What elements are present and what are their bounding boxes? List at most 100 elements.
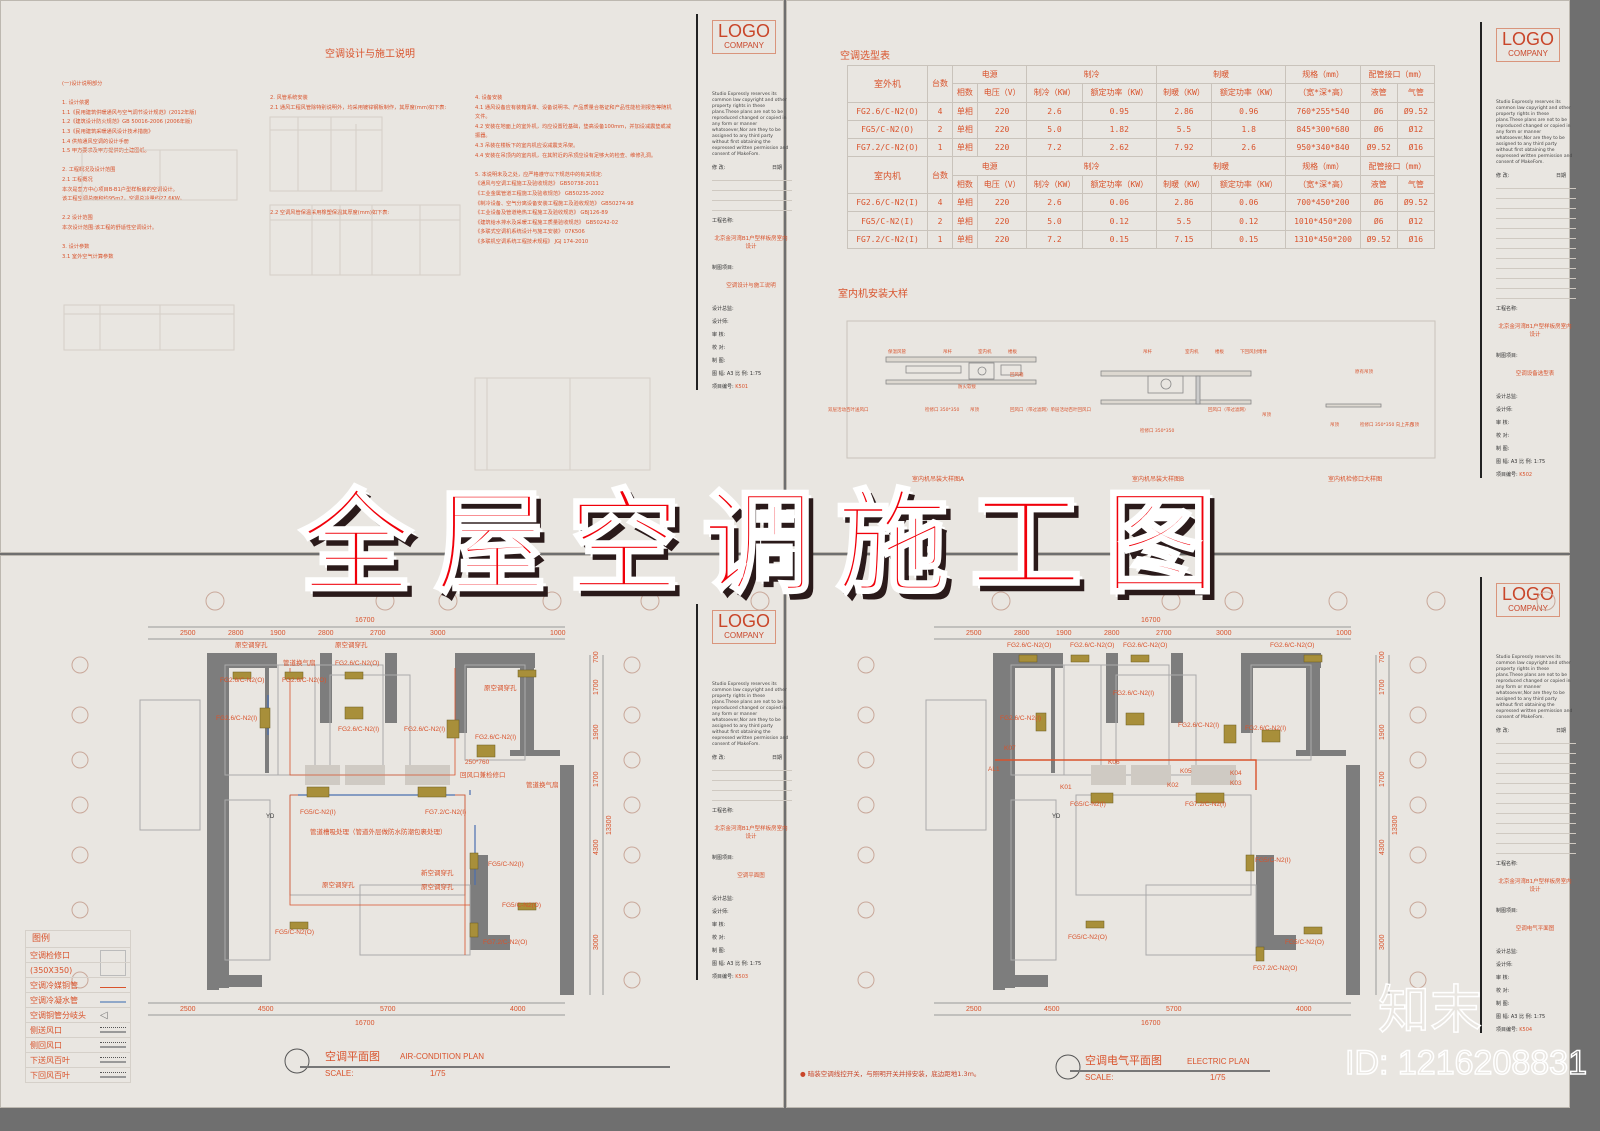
dimension-label: 1700 <box>593 771 600 787</box>
plan-callout: K02 <box>1167 782 1179 789</box>
legend-label: 空调冷媒铜管 <box>30 980 78 990</box>
revision-label: 修 改: 日期 <box>1496 727 1570 734</box>
revision-row <box>712 171 792 181</box>
dimension-label: 16700 <box>1141 1020 1161 1027</box>
revision-row <box>1496 774 1576 784</box>
room-outline <box>359 884 471 956</box>
dimension-label: 1700 <box>1379 771 1386 787</box>
grid-axis-bubble <box>857 971 875 989</box>
scale-label: 比 例: 1:75 <box>1519 1014 1546 1020</box>
detail-caption: 室内机检修口大样图 <box>1328 476 1383 483</box>
ac-unit <box>476 744 496 758</box>
dimension-label: 1000 <box>1336 630 1352 637</box>
dimension-label: 2800 <box>318 630 334 637</box>
electric-plan-scale: 1/75 <box>1210 1073 1226 1082</box>
detail-callout: 吊杆 <box>1143 350 1152 355</box>
ac-unit <box>446 719 460 739</box>
grid-axis-bubble <box>857 751 875 769</box>
wall <box>1346 765 1360 995</box>
ceiling-zone <box>1091 765 1126 785</box>
drawn-label: 制 图: <box>712 948 726 954</box>
plan-callout: FG5/C-N2(O) <box>1068 934 1107 941</box>
dimension-label: 1900 <box>1056 630 1072 637</box>
design-label: 设计师: <box>1496 407 1513 413</box>
electric-plan-title-en: ELECTRIC PLAN <box>1187 1057 1250 1066</box>
room-outline <box>1075 794 1252 896</box>
note-line: (一)设计说明部分 <box>62 81 103 87</box>
plan-callout: FG5/C-N2(O) <box>1285 939 1324 946</box>
revision-row <box>712 771 792 781</box>
electric-note-text: 暗装空调线控开关，与照明开关并排安装，底边距地1.3m。 <box>807 1070 981 1078</box>
ac-unit <box>1245 854 1255 872</box>
air-vent-symbol <box>100 1057 126 1063</box>
electric-plan-scale-label: SCALE: <box>1085 1073 1114 1082</box>
dimension-label: 2800 <box>228 630 244 637</box>
revision-row <box>712 761 792 771</box>
ac-unit <box>1018 654 1038 663</box>
wall <box>1241 653 1321 668</box>
dimension-label: 13300 <box>606 815 613 835</box>
dimension-label: 3000 <box>1216 630 1232 637</box>
grid-axis-bubble <box>640 591 660 611</box>
dimension-label: 4000 <box>1296 1006 1312 1013</box>
plan-callout: 管道换气扇 <box>283 658 316 667</box>
logo-company: COMPANY <box>1508 604 1548 613</box>
note-line: 《制冷设备、空气分离设备安装工程施工及验收规范》 GB50274-98 <box>475 200 634 207</box>
size-scale: 图 幅: A3 比 例: 1:75 <box>1496 458 1570 465</box>
note-line: 2.1 通风工程风管除特别说明外，均采用镀锌钢板制作，其厚度(mm)如下表: <box>270 104 447 111</box>
dimension-label: 2500 <box>180 630 196 637</box>
plan-callout: FG7.2/C-N2(O) <box>1253 965 1297 972</box>
grid-axis-bubble <box>623 796 641 814</box>
plan-title-rule <box>1070 1070 1270 1072</box>
wall <box>1296 750 1346 756</box>
revision-row <box>1496 764 1576 774</box>
revision-row <box>712 181 792 191</box>
approve-label: 审 核: <box>1496 420 1510 426</box>
logo-text: LOGO <box>717 21 770 41</box>
project-name: 北京金河湾B1户型样板房室内设计 <box>714 826 788 840</box>
detail-callout: 回风口（带过滤网）单层活动百叶回风口 <box>1010 408 1091 413</box>
drawn-label: 制 图: <box>712 358 726 364</box>
legend-item: 空调冷凝水管 <box>26 992 130 1007</box>
grid-axis-bubble <box>1426 591 1446 611</box>
dimension-label: 700 <box>1379 651 1386 663</box>
dimension-label: 16700 <box>355 617 375 624</box>
watermark-brand: 知末 <box>1377 981 1483 1041</box>
table-cell: 7.2 <box>1026 229 1083 249</box>
approve-label: 审 核: <box>712 922 726 928</box>
copyright-text: Studio Expressly reserves its common law… <box>712 92 789 157</box>
grid-axis-bubble <box>1409 846 1427 864</box>
job-number: 项目编号: K501 <box>712 383 786 390</box>
dimension-label: 2500 <box>966 1006 982 1013</box>
detail-callout: 吊杆 <box>943 350 952 355</box>
note-line: 2.1 工程概况 <box>62 176 93 183</box>
grid-axis-bubble <box>1409 901 1427 919</box>
selection-table: 室外机台数电源制冷制暖规格（mm）配管接口（mm）相数电压（V）制冷（KW）额定… <box>846 64 1436 249</box>
proof-label: 校 对: <box>1496 433 1510 439</box>
design-label: 设计师: <box>712 319 729 325</box>
plan-callout: FG2.6/C-N2(O) <box>335 660 379 667</box>
scale-label: 比 例: 1:75 <box>735 961 762 967</box>
dimension-label: 3000 <box>1379 934 1386 950</box>
notes-title: 空调设计与施工说明 <box>325 49 415 60</box>
drawing-title-label: 制图项目: <box>712 855 734 861</box>
wall <box>385 653 397 723</box>
legend: 图例 空调检修口(350X350)空调冷媒铜管空调冷凝水管空调铜管分岐头◁侧送风… <box>25 930 131 1083</box>
ac-unit <box>1130 654 1150 663</box>
revision-row <box>1496 239 1576 249</box>
ac-unit <box>289 921 309 930</box>
wall <box>1256 935 1296 950</box>
ceiling-zone <box>1191 765 1236 785</box>
legend-label: 空调检修口 <box>30 950 70 960</box>
note-line: 《建筑给水排水及采暖工程施工质量验收规范》 GB50242-02 <box>475 219 619 226</box>
dimension-label: 2500 <box>966 630 982 637</box>
detail-callout: 检修口 350*350 <box>925 408 960 413</box>
header-unit-type: 室内机 <box>846 156 929 195</box>
ac-unit <box>306 786 330 798</box>
plan-callout: FG7.2/C-N2(I) <box>1185 801 1226 808</box>
dimension-label: 2500 <box>180 1006 196 1013</box>
